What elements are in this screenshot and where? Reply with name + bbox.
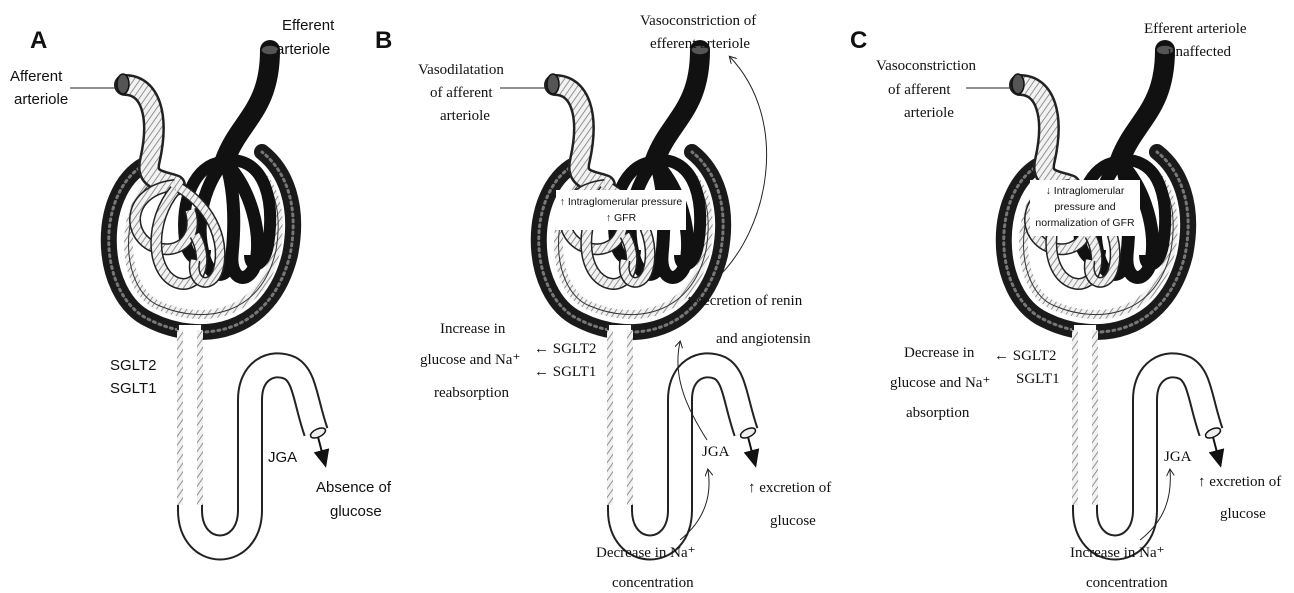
efferent-label-line1: Efferent arteriole [1144, 21, 1247, 37]
afferent-label-line1: Vasoconstriction [876, 58, 976, 74]
panel-a: A Afferent arteriole Efferent arteriole … [10, 17, 392, 548]
reabsorption-label-line3: reabsorption [434, 385, 509, 401]
renin-label-line2: and angiotensin [716, 331, 811, 347]
afferent-label-line2: of afferent [430, 85, 493, 101]
na-label-line2: concentration [1086, 575, 1168, 591]
reabsorption-label-line2: glucose and Na⁺ [420, 352, 520, 368]
nephron-drawing-a [109, 45, 327, 548]
excretion-label-line1: ↑ excretion of [1198, 474, 1281, 490]
reabsorption-label-line1: Decrease in [904, 345, 975, 361]
sglt2-label: ← SGLT2 [534, 341, 596, 357]
excretion-label-line2: glucose [1220, 506, 1266, 522]
excretion-label-line2: glucose [770, 513, 816, 529]
afferent-label-line1: Vasodilatation [418, 62, 504, 78]
jga-label: JGA [1164, 449, 1192, 465]
reabsorption-label-line2: glucose and Na⁺ [890, 375, 990, 391]
inner-label-line1: ↓ Intraglomerular [1046, 185, 1125, 197]
afferent-label-line2: of afferent [888, 82, 951, 98]
reabsorption-label-line3: absorption [906, 405, 970, 421]
reabsorption-label-line1: Increase in [440, 321, 506, 337]
na-label-line1: Decrease in Na⁺ [596, 545, 696, 561]
panel-b: B Vasodilatation of afferent arteriole V… [375, 13, 831, 591]
sglt1-label: SGLT1 [110, 380, 156, 397]
na-label-line2: concentration [612, 575, 694, 591]
panel-c: C Vasoconstriction of afferent arteriole… [850, 21, 1281, 591]
afferent-label-line2: arteriole [14, 91, 68, 108]
afferent-label-line3: arteriole [440, 108, 490, 124]
panel-letter-a: A [30, 27, 47, 54]
excretion-label-line1: ↑ excretion of [748, 480, 831, 496]
sglt1-label: SGLT1 [1016, 371, 1060, 387]
efferent-label-line1: Vasoconstriction of [640, 13, 756, 29]
panel-letter-c: C [850, 27, 867, 54]
na-label-line1: Increase in Na⁺ [1070, 545, 1165, 561]
nephron-drawing-c [1004, 45, 1222, 548]
jga-label: JGA [702, 444, 730, 460]
afferent-label-line1: Afferent [10, 68, 63, 85]
efferent-label-line2: efferent arteriole [650, 36, 750, 52]
sglt1-label: ← SGLT1 [534, 364, 596, 380]
sglt2-label: SGLT2 [110, 357, 156, 374]
inner-label-line1: ↑ Intraglomerular pressure [560, 196, 683, 208]
efferent-label-line1: Efferent [282, 17, 335, 34]
inner-label-line3: normalization of GFR [1035, 217, 1135, 229]
outcome-label-line2: glucose [330, 503, 382, 520]
sglt2-label: ← SGLT2 [994, 348, 1056, 364]
efferent-label-line2: unaffected [1168, 44, 1232, 60]
panel-letter-b: B [375, 27, 392, 54]
renin-label-line1: ↑ secretion of renin [686, 293, 803, 309]
afferent-label-line3: arteriole [904, 105, 954, 121]
efferent-label-line2: arteriole [276, 41, 330, 58]
inner-label-line2: ↑ GFR [606, 212, 637, 224]
jga-label: JGA [268, 449, 297, 466]
inner-label-line2: pressure and [1054, 201, 1115, 213]
outcome-label-line1: Absence of [316, 479, 392, 496]
